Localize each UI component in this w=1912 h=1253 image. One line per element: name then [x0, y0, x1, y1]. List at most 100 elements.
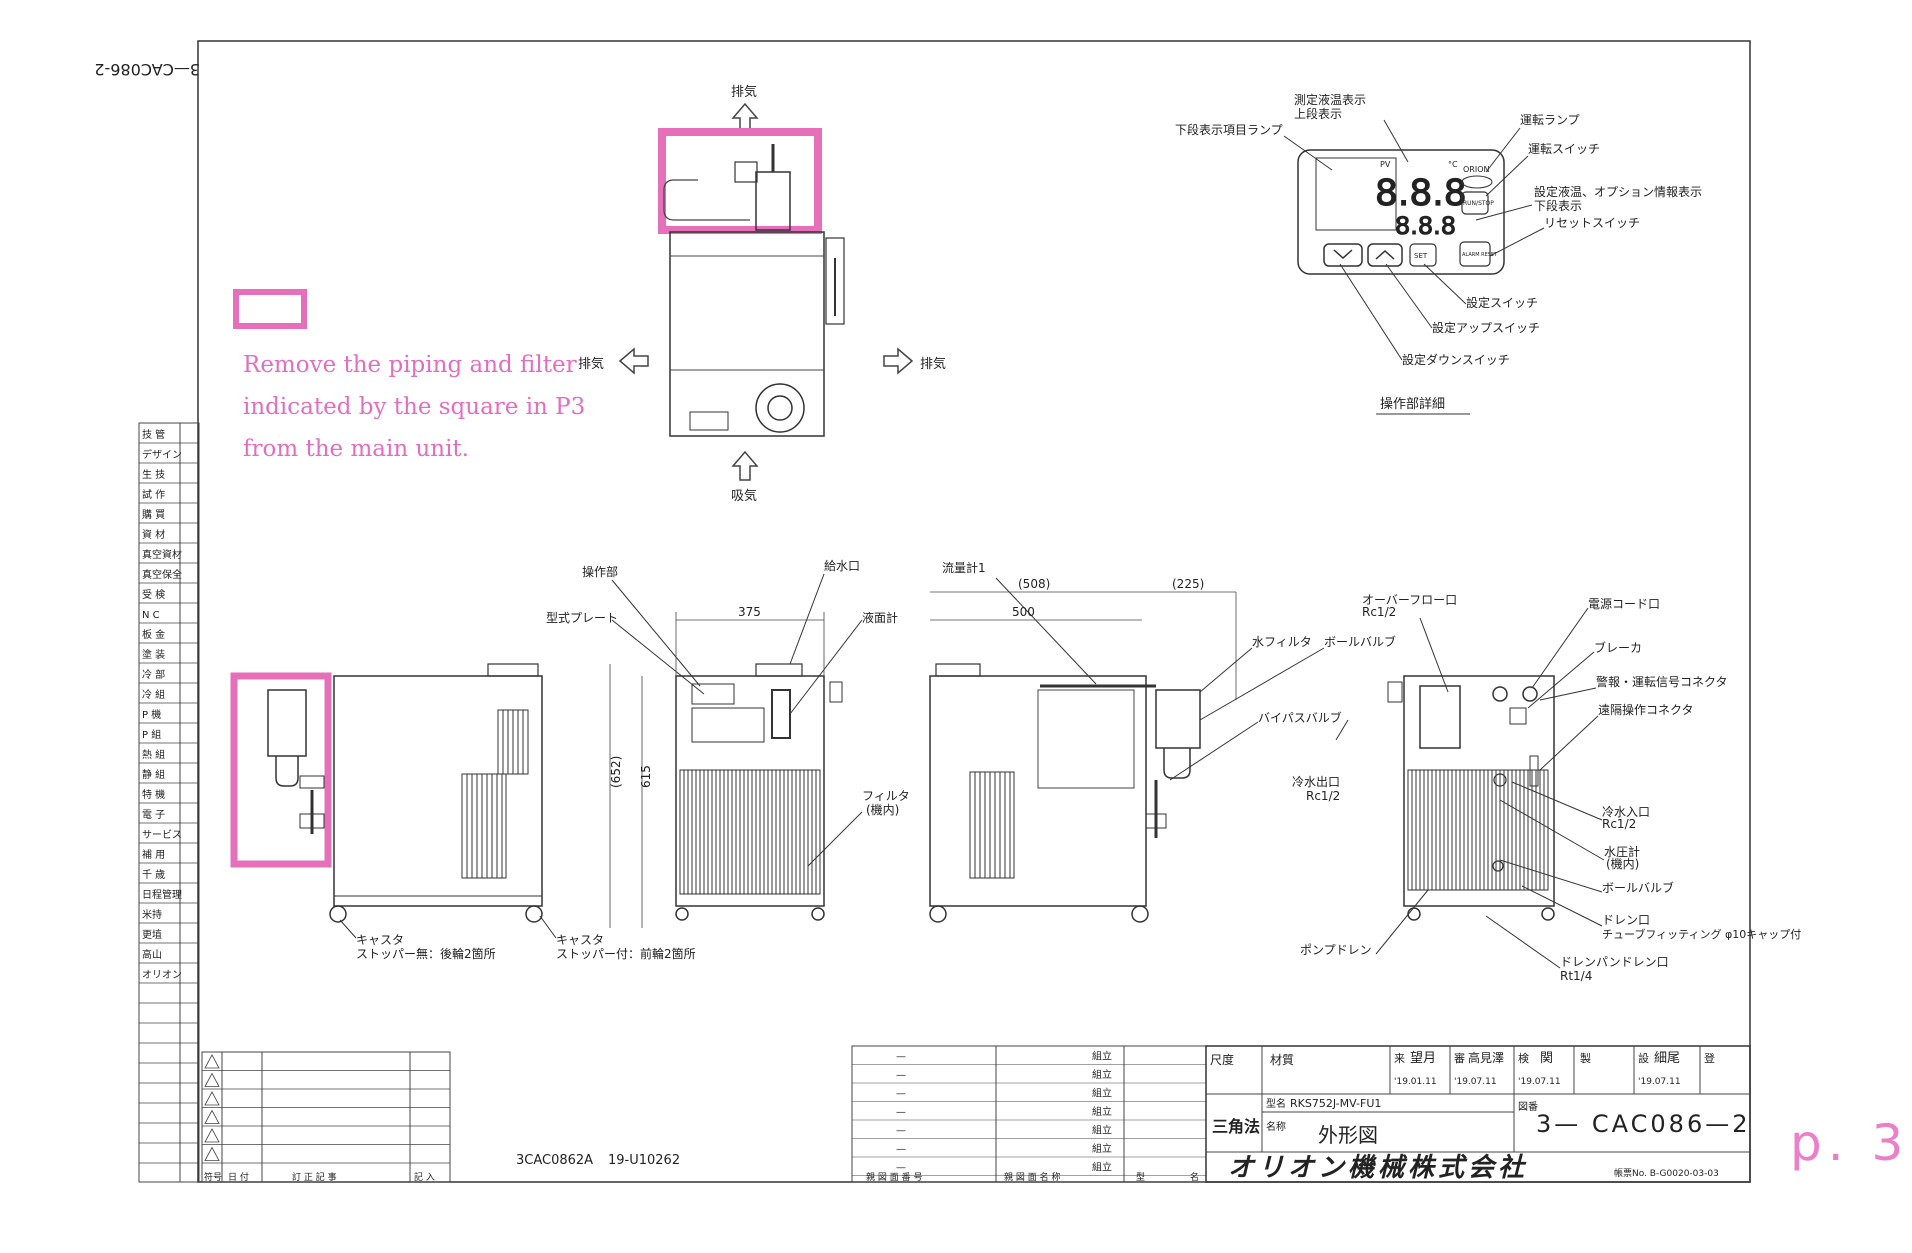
- overflow-rc: Rc1/2: [1362, 605, 1396, 619]
- set-button: [1409, 243, 1437, 267]
- parts-row-assembly: 組立: [1092, 1087, 1112, 1100]
- checker-label: 審: [1454, 1051, 1465, 1065]
- approval-cell: P 機: [142, 708, 161, 721]
- approval-cell: 資 材: [142, 528, 165, 541]
- run-switch-label: 運転スイッチ: [1528, 142, 1600, 156]
- date-1: '19.01.11: [1394, 1077, 1437, 1087]
- breaker-label: ブレーカ: [1594, 640, 1642, 655]
- parts-row-assembly: 組立: [1092, 1068, 1112, 1081]
- highlight-side-piping: [230, 672, 332, 868]
- control-panel-label: 操作部: [582, 564, 618, 579]
- rev-header-note: 訂 正 記 事: [292, 1171, 337, 1183]
- approval-cell: 真空資材: [142, 548, 182, 561]
- parts-row-dash: —: [896, 1144, 906, 1155]
- approve-label: 設: [1638, 1051, 1649, 1065]
- drain-note: チューブフィッティング φ10キャップ付: [1602, 927, 1801, 941]
- upper-display-label: 上段表示: [1294, 106, 1342, 121]
- run-stop-button: [1461, 191, 1489, 215]
- make-label: 製: [1580, 1051, 1591, 1065]
- caster-front-label: キャスタ: [556, 933, 604, 947]
- name-label: 名称: [1266, 1120, 1286, 1133]
- parts-footer-name: 名: [1190, 1171, 1199, 1183]
- highlight-legend-box: [233, 289, 307, 329]
- arrow-up-icon: [731, 450, 759, 481]
- back-view: オーバーフロー口 Rc1/2 電源コード口 ブレーカ 警報・運転信号コネクタ 遠…: [1300, 593, 1801, 983]
- arrow-up-icon: [731, 102, 759, 133]
- sheet-border: [197, 40, 1751, 1183]
- rev-header-entry: 記 入: [414, 1171, 435, 1183]
- page-number: p. 3: [1790, 1114, 1910, 1172]
- designer-value: 望月: [1410, 1050, 1436, 1066]
- approver-value: 細尾: [1654, 1051, 1680, 1066]
- alarm-connector-label: 警報・運転信号コネクタ: [1596, 674, 1728, 689]
- alarm-reset-text: ALARM RESET: [1462, 252, 1498, 258]
- approval-cell: 熱 組: [142, 748, 165, 761]
- rev-header-symbol: 符号: [204, 1171, 222, 1183]
- parts-row-dash: —: [896, 1126, 906, 1137]
- company-name: オリオン機械株式会社: [1228, 1153, 1528, 1183]
- approval-cell: 高山: [142, 948, 162, 961]
- exhaust-left-label: 排気: [578, 356, 604, 372]
- set-text: SET: [1414, 252, 1428, 260]
- approval-cell: N C: [142, 610, 160, 621]
- front-view: 操作部 給水口 型式プレート 液面計 フィルタ (機内) 375 (652) 6…: [546, 559, 910, 928]
- designer-label: 来: [1394, 1052, 1405, 1065]
- run-lamp-label: 運転ランプ: [1520, 113, 1580, 127]
- deg-label: °C: [1448, 160, 1458, 169]
- chevron-up-icon: [1375, 249, 1395, 260]
- side-view-left: キャスタ ストッパー無：後輪2箇所 キャスタ ストッパー付：前輪2箇所: [230, 663, 696, 961]
- pv-label: PV: [1380, 160, 1391, 169]
- down-button: [1323, 243, 1363, 267]
- side-view-right: 流量計1 (508) 500 (225) 水フィルタ ボールバルブ バイパスバル…: [929, 560, 1396, 923]
- upper-display: 8.8.8: [1375, 173, 1467, 214]
- approval-cell: 静 組: [142, 768, 165, 781]
- chevron-down-icon: [1333, 249, 1353, 260]
- approval-cell: 電 子: [142, 809, 165, 821]
- dim-652: (652): [609, 756, 623, 788]
- filter-inside-label: フィルタ: [862, 789, 910, 803]
- approval-cell: 受 検: [142, 588, 165, 601]
- brand-label: ORION: [1463, 165, 1490, 174]
- form-number: 帳票No. B-G0020-03-03: [1614, 1167, 1719, 1179]
- parts-row-assembly: 組立: [1092, 1050, 1112, 1063]
- dim-500: 500: [1012, 605, 1035, 619]
- approval-cell: オリオン: [142, 969, 182, 981]
- pressure-gauge-note: (機内): [1606, 856, 1639, 871]
- cold-water-inlet-label: 冷水入口: [1602, 805, 1650, 819]
- parts-row-dash: —: [896, 1070, 906, 1081]
- approval-cell: 更埴: [142, 928, 162, 941]
- date-4: '19.07.11: [1638, 1077, 1681, 1087]
- control-panel-detail: PV °C 8.8.8 8.8.8 ORION RUN/STOP SET ALA…: [1175, 92, 1702, 415]
- model-plate-label: 型式プレート: [546, 611, 618, 625]
- set-switch-label: 設定スイッチ: [1466, 295, 1538, 310]
- remote-connector-label: 遠隔操作コネクタ: [1598, 702, 1694, 717]
- date-2: '19.07.11: [1454, 1077, 1497, 1087]
- checker-value: 高見澤: [1468, 1050, 1504, 1065]
- highlight-top-piping: [658, 128, 822, 234]
- parts-row-assembly: 組立: [1092, 1124, 1112, 1137]
- parts-row-assembly: 組立: [1092, 1161, 1112, 1174]
- parts-row-dash: —: [896, 1163, 906, 1174]
- parts-row-dash: —: [896, 1107, 906, 1118]
- parts-row-dash: —: [896, 1052, 906, 1063]
- approval-cell: 真空保全: [142, 568, 182, 581]
- approval-cell: 日程管理: [142, 888, 182, 901]
- ball-valve-label-right: ボールバルブ: [1324, 634, 1396, 649]
- parts-footer-type: 型: [1136, 1172, 1145, 1183]
- cold-water-outlet-label: 冷水出口: [1292, 775, 1340, 789]
- parts-footer-parent-name: 親 図 面 名 称: [1004, 1171, 1060, 1183]
- flowmeter-label: 流量計1: [942, 560, 986, 575]
- level-gauge-label: 液面計: [862, 610, 898, 625]
- water-filter-label: 水フィルタ: [1252, 635, 1312, 649]
- arrow-right-icon: [883, 347, 914, 375]
- rev-header-date: 日 付: [228, 1172, 249, 1183]
- parts-row-assembly: 組立: [1092, 1142, 1112, 1155]
- exhaust-right-label: 排気: [920, 356, 946, 372]
- parts-footer-parent-no: 親 図 面 番 号: [866, 1171, 922, 1183]
- top-view: 排気 排気 排気 吸気: [578, 84, 946, 504]
- parts-block: —組立—組立—組立—組立—組立—組立—組立 親 図 面 番 号 親 図 面 名 …: [851, 1045, 1207, 1183]
- reset-switch-label: リセットスイッチ: [1544, 216, 1640, 230]
- bypass-valve-label: バイパスバルブ: [1258, 710, 1342, 725]
